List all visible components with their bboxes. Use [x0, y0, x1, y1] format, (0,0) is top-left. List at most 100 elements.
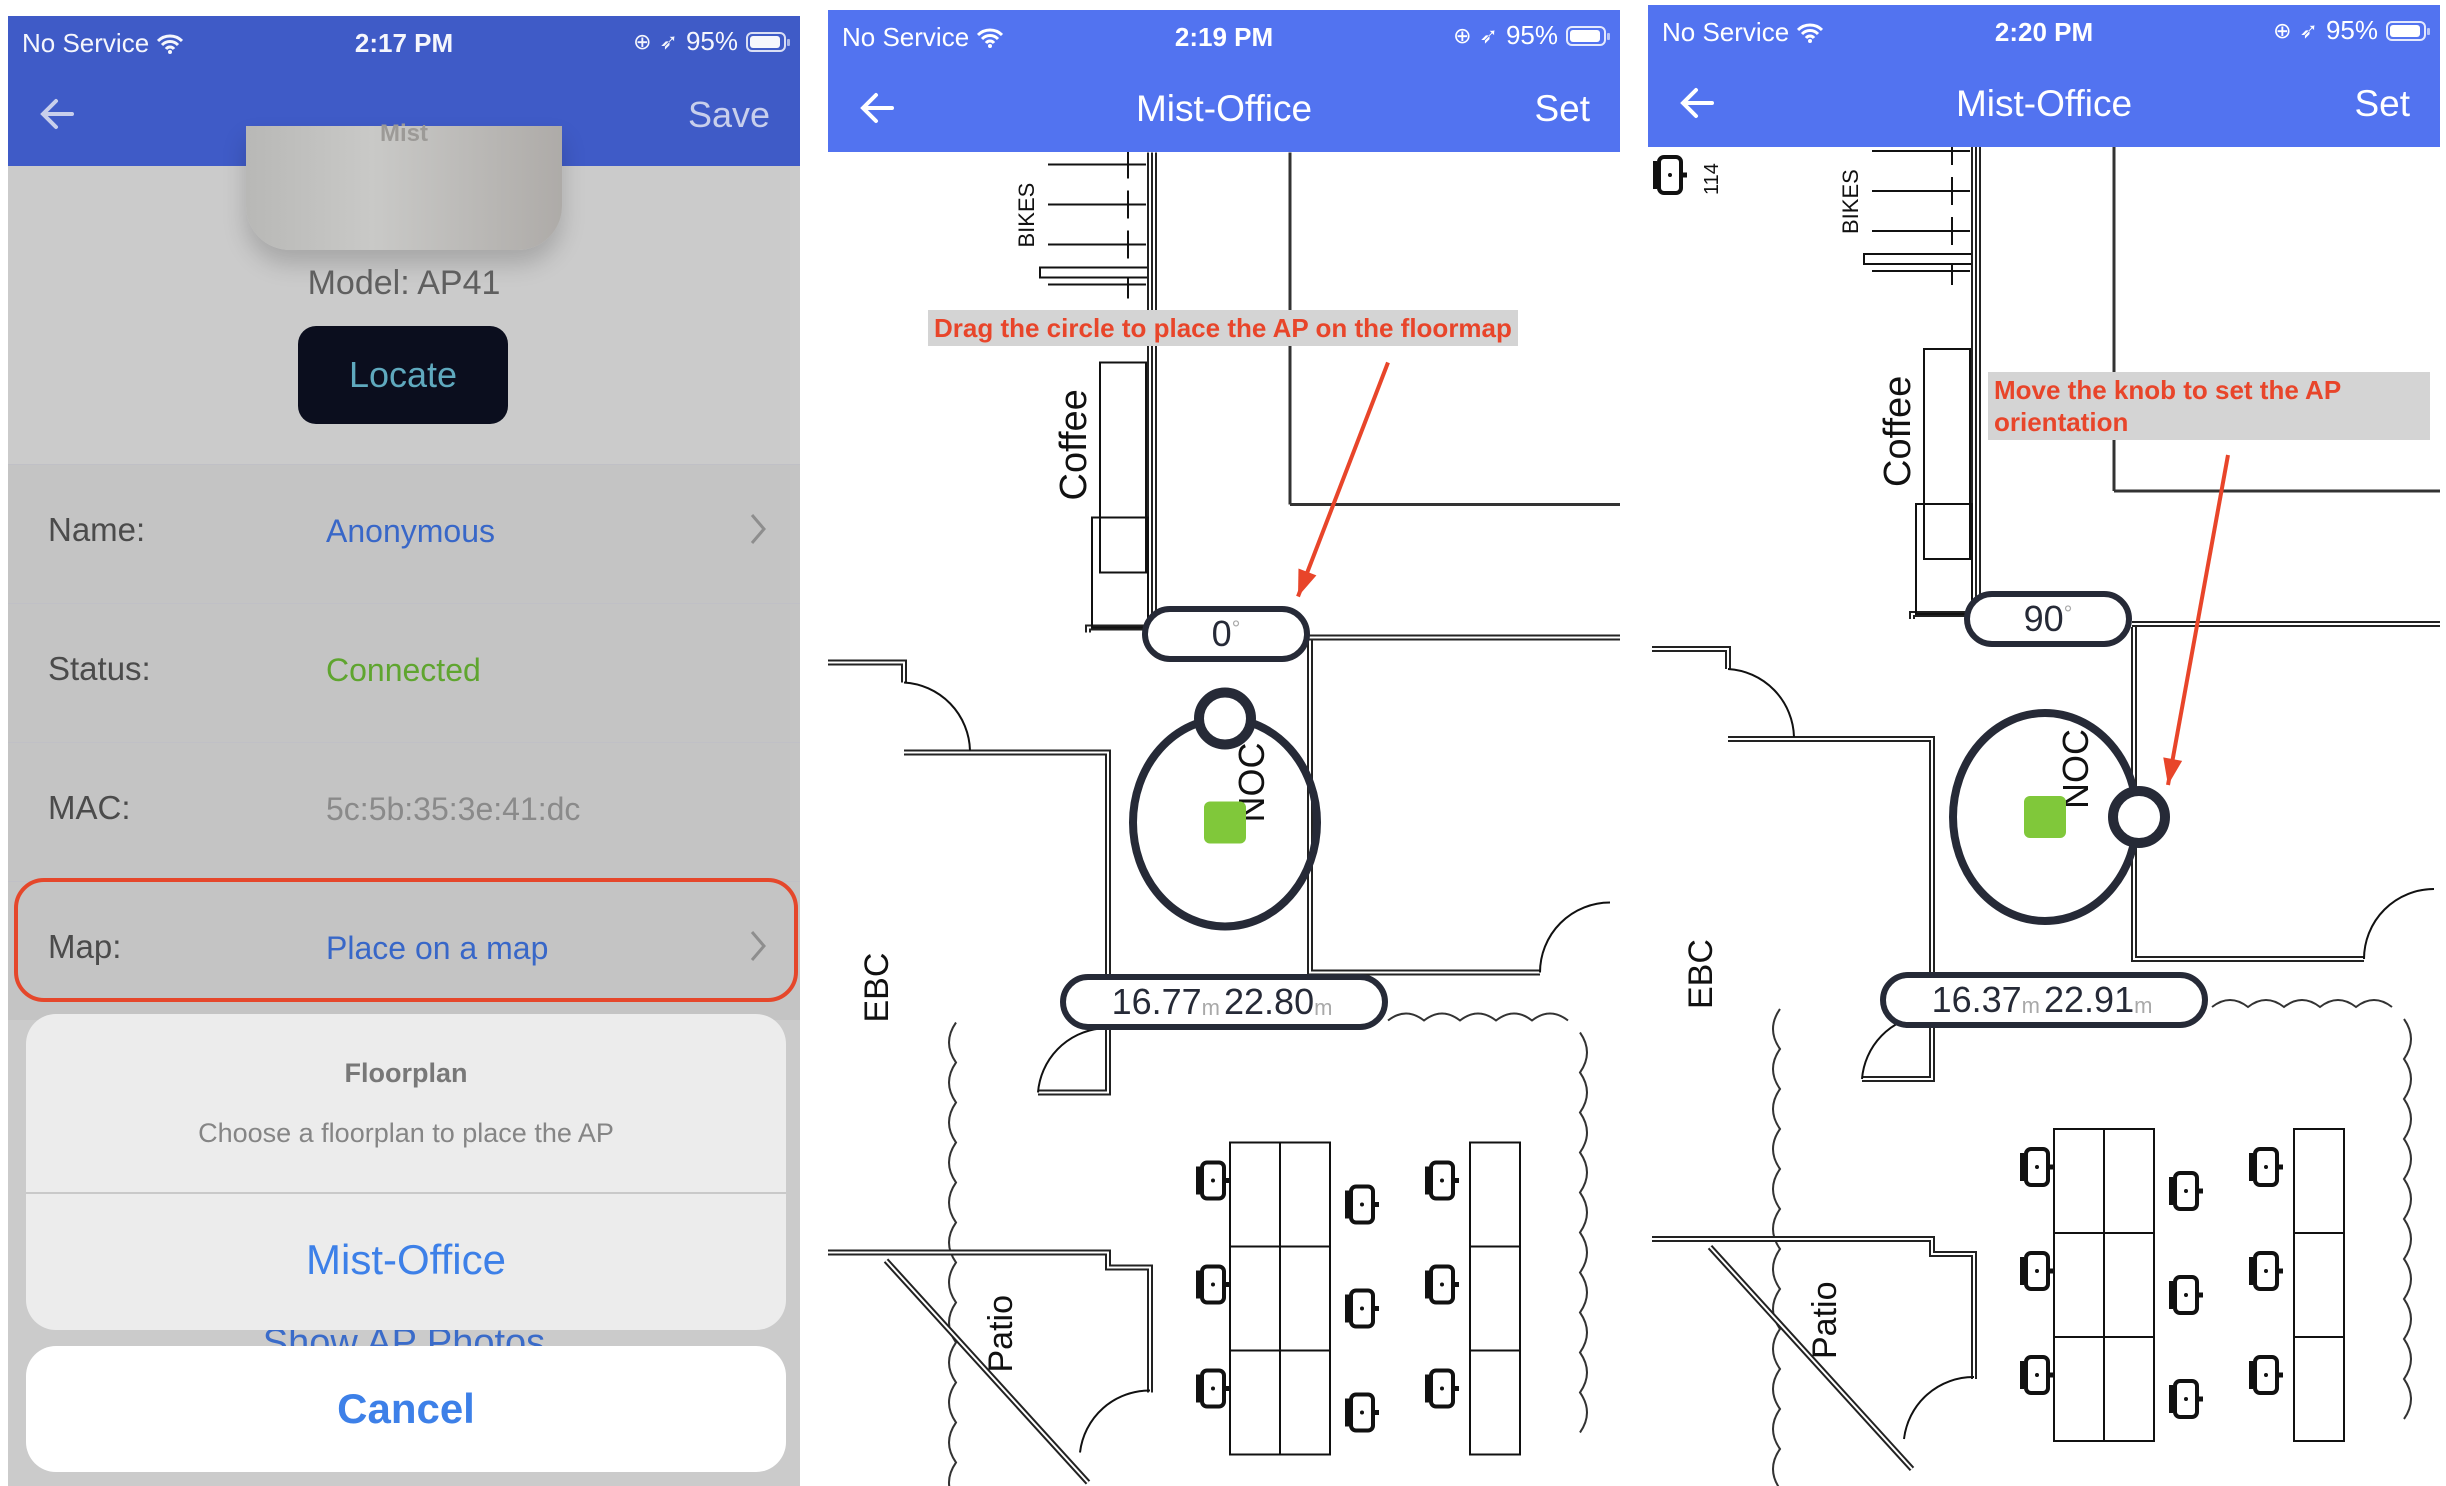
degree-unit: °	[2063, 601, 2073, 626]
wifi-icon	[157, 34, 184, 54]
chevron-right-icon	[750, 931, 766, 961]
chair-icon	[2020, 1147, 2054, 1187]
clock: 2:17 PM	[354, 28, 454, 58]
chair-icon	[1345, 1184, 1379, 1225]
ap-marker	[2024, 796, 2066, 838]
chair-icon	[1425, 1264, 1459, 1305]
door-swing	[1539, 901, 1611, 973]
coffee-counter	[1099, 361, 1147, 574]
patio-rail	[1709, 1246, 1913, 1470]
detail-label: MAC:	[48, 789, 131, 826]
set-button[interactable]: Set	[1534, 88, 1590, 129]
patio-wall	[1038, 1022, 1109, 1094]
patio-wall	[828, 1251, 1151, 1393]
save-button[interactable]: Save	[687, 94, 770, 135]
room-label-noc: NOC	[2055, 729, 2096, 809]
orientation-lock-icon: ⊕	[2273, 17, 2292, 43]
room-label-ebc: EBC	[858, 953, 896, 1023]
battery-percent: 95%	[1505, 20, 1558, 50]
degree-unit: °	[1231, 616, 1241, 641]
floorplan-title: Mist-Office	[1135, 88, 1313, 129]
wifi-icon	[977, 28, 1004, 48]
status-bar: No Service 2:19 PM ⊕ ➶ 95%	[828, 10, 1620, 66]
detail-label: Status:	[48, 650, 151, 687]
app-header: No Service 2:20 PM ⊕ ➶ 95% Mist-Office S…	[1648, 5, 2440, 147]
ebc-wall	[1652, 648, 1729, 669]
model-label: Model: AP41	[307, 264, 501, 302]
status-bar: No Service 2:20 PM ⊕ ➶ 95%	[1648, 5, 2440, 61]
ap-device-image: Mist	[246, 120, 562, 250]
unit-label: m	[2134, 993, 2153, 1018]
sheet-title: Floorplan	[344, 1058, 468, 1088]
back-arrow-icon	[40, 99, 74, 129]
sheet-divider	[26, 1192, 786, 1194]
desk	[1469, 1141, 1521, 1248]
app-header: No Service 2:19 PM ⊕ ➶ 95% Mist-Office S…	[828, 10, 1620, 152]
details-list: Name: Anonymous Status: Connected MAC: 5…	[8, 464, 800, 1020]
battery-percent: 95%	[2325, 15, 2378, 45]
chair-icon	[2020, 1355, 2054, 1395]
back-arrow-icon	[860, 93, 894, 123]
door-swing	[1727, 668, 1795, 738]
unit-label: m	[2021, 993, 2040, 1018]
sheet-subtitle: Choose a floorplan to place the AP	[198, 1118, 614, 1148]
orientation-readout: 90°	[1964, 591, 2132, 647]
desk	[2103, 1128, 2155, 1234]
patio-wall	[1652, 1238, 1975, 1379]
location-arrow-icon: ➶	[659, 28, 678, 54]
work-area-boundary	[1578, 1031, 1588, 1434]
position-x: 16.37	[1931, 979, 2022, 1020]
orientation-knob[interactable]	[1194, 687, 1256, 750]
detail-row-map[interactable]: Map: Place on a map	[8, 881, 800, 1020]
desk-number-label: 114	[1701, 163, 1723, 195]
desk	[2293, 1232, 2345, 1338]
chair-icon	[1345, 1288, 1379, 1329]
carrier-label: No Service	[842, 22, 970, 52]
position-y: 22.80	[1224, 981, 1315, 1022]
room-label-ebc: EBC	[1682, 939, 1720, 1009]
door-swing	[1903, 1375, 1975, 1440]
ebc-wall	[1652, 646, 1731, 669]
orientation-value: 0	[1211, 613, 1232, 654]
ebc-wall	[1728, 736, 1935, 984]
status-value: Connected	[326, 652, 481, 688]
map-value: Place on a map	[326, 930, 549, 966]
patio-wall	[1038, 1022, 1111, 1096]
battery-icon	[2386, 20, 2430, 41]
floorplan-option-mist-office[interactable]: Mist-Office	[306, 1236, 506, 1283]
detail-value: Anonymous	[326, 513, 495, 549]
detail-label: Map:	[48, 928, 122, 965]
detail-row-name[interactable]: Name: Anonymous	[8, 464, 800, 603]
detail-row-status: Status: Connected	[8, 603, 800, 742]
orientation-knob[interactable]	[2108, 786, 2170, 848]
orientation-lock-icon: ⊕	[633, 28, 652, 54]
position-x: 16.77	[1111, 981, 1202, 1022]
chair-icon	[2249, 1355, 2283, 1395]
desk	[2293, 1336, 2345, 1442]
room-label-bikes: BIKES	[1014, 183, 1039, 248]
set-button[interactable]: Set	[2354, 83, 2410, 124]
locate-button[interactable]: Locate	[298, 326, 508, 424]
location-arrow-icon: ➶	[2299, 17, 2318, 43]
back-button[interactable]	[34, 90, 82, 138]
room-label-coffee: Coffee	[1053, 389, 1095, 500]
door-swing	[1079, 1389, 1151, 1453]
back-button[interactable]	[854, 84, 902, 132]
room-label-bikes: BIKES	[1838, 169, 1863, 234]
orientation-lock-icon: ⊕	[1453, 22, 1472, 48]
nav-bar: Mist-Office Set	[1648, 61, 2440, 147]
door-swing	[2363, 888, 2435, 960]
back-button[interactable]	[1674, 79, 1722, 127]
floorplan-action-sheet: Floorplan Choose a floorplan to place th…	[26, 1014, 786, 1330]
nav-bar: Save	[8, 72, 800, 158]
cancel-button[interactable]: Cancel	[26, 1346, 786, 1472]
noc-wall	[2133, 627, 2364, 960]
noc-wall	[1307, 640, 1540, 976]
chair-icon	[2249, 1147, 2283, 1187]
chair-icon	[2169, 1171, 2203, 1211]
status-bar: No Service 2:17 PM ⊕ ➶ 95%	[8, 16, 800, 72]
